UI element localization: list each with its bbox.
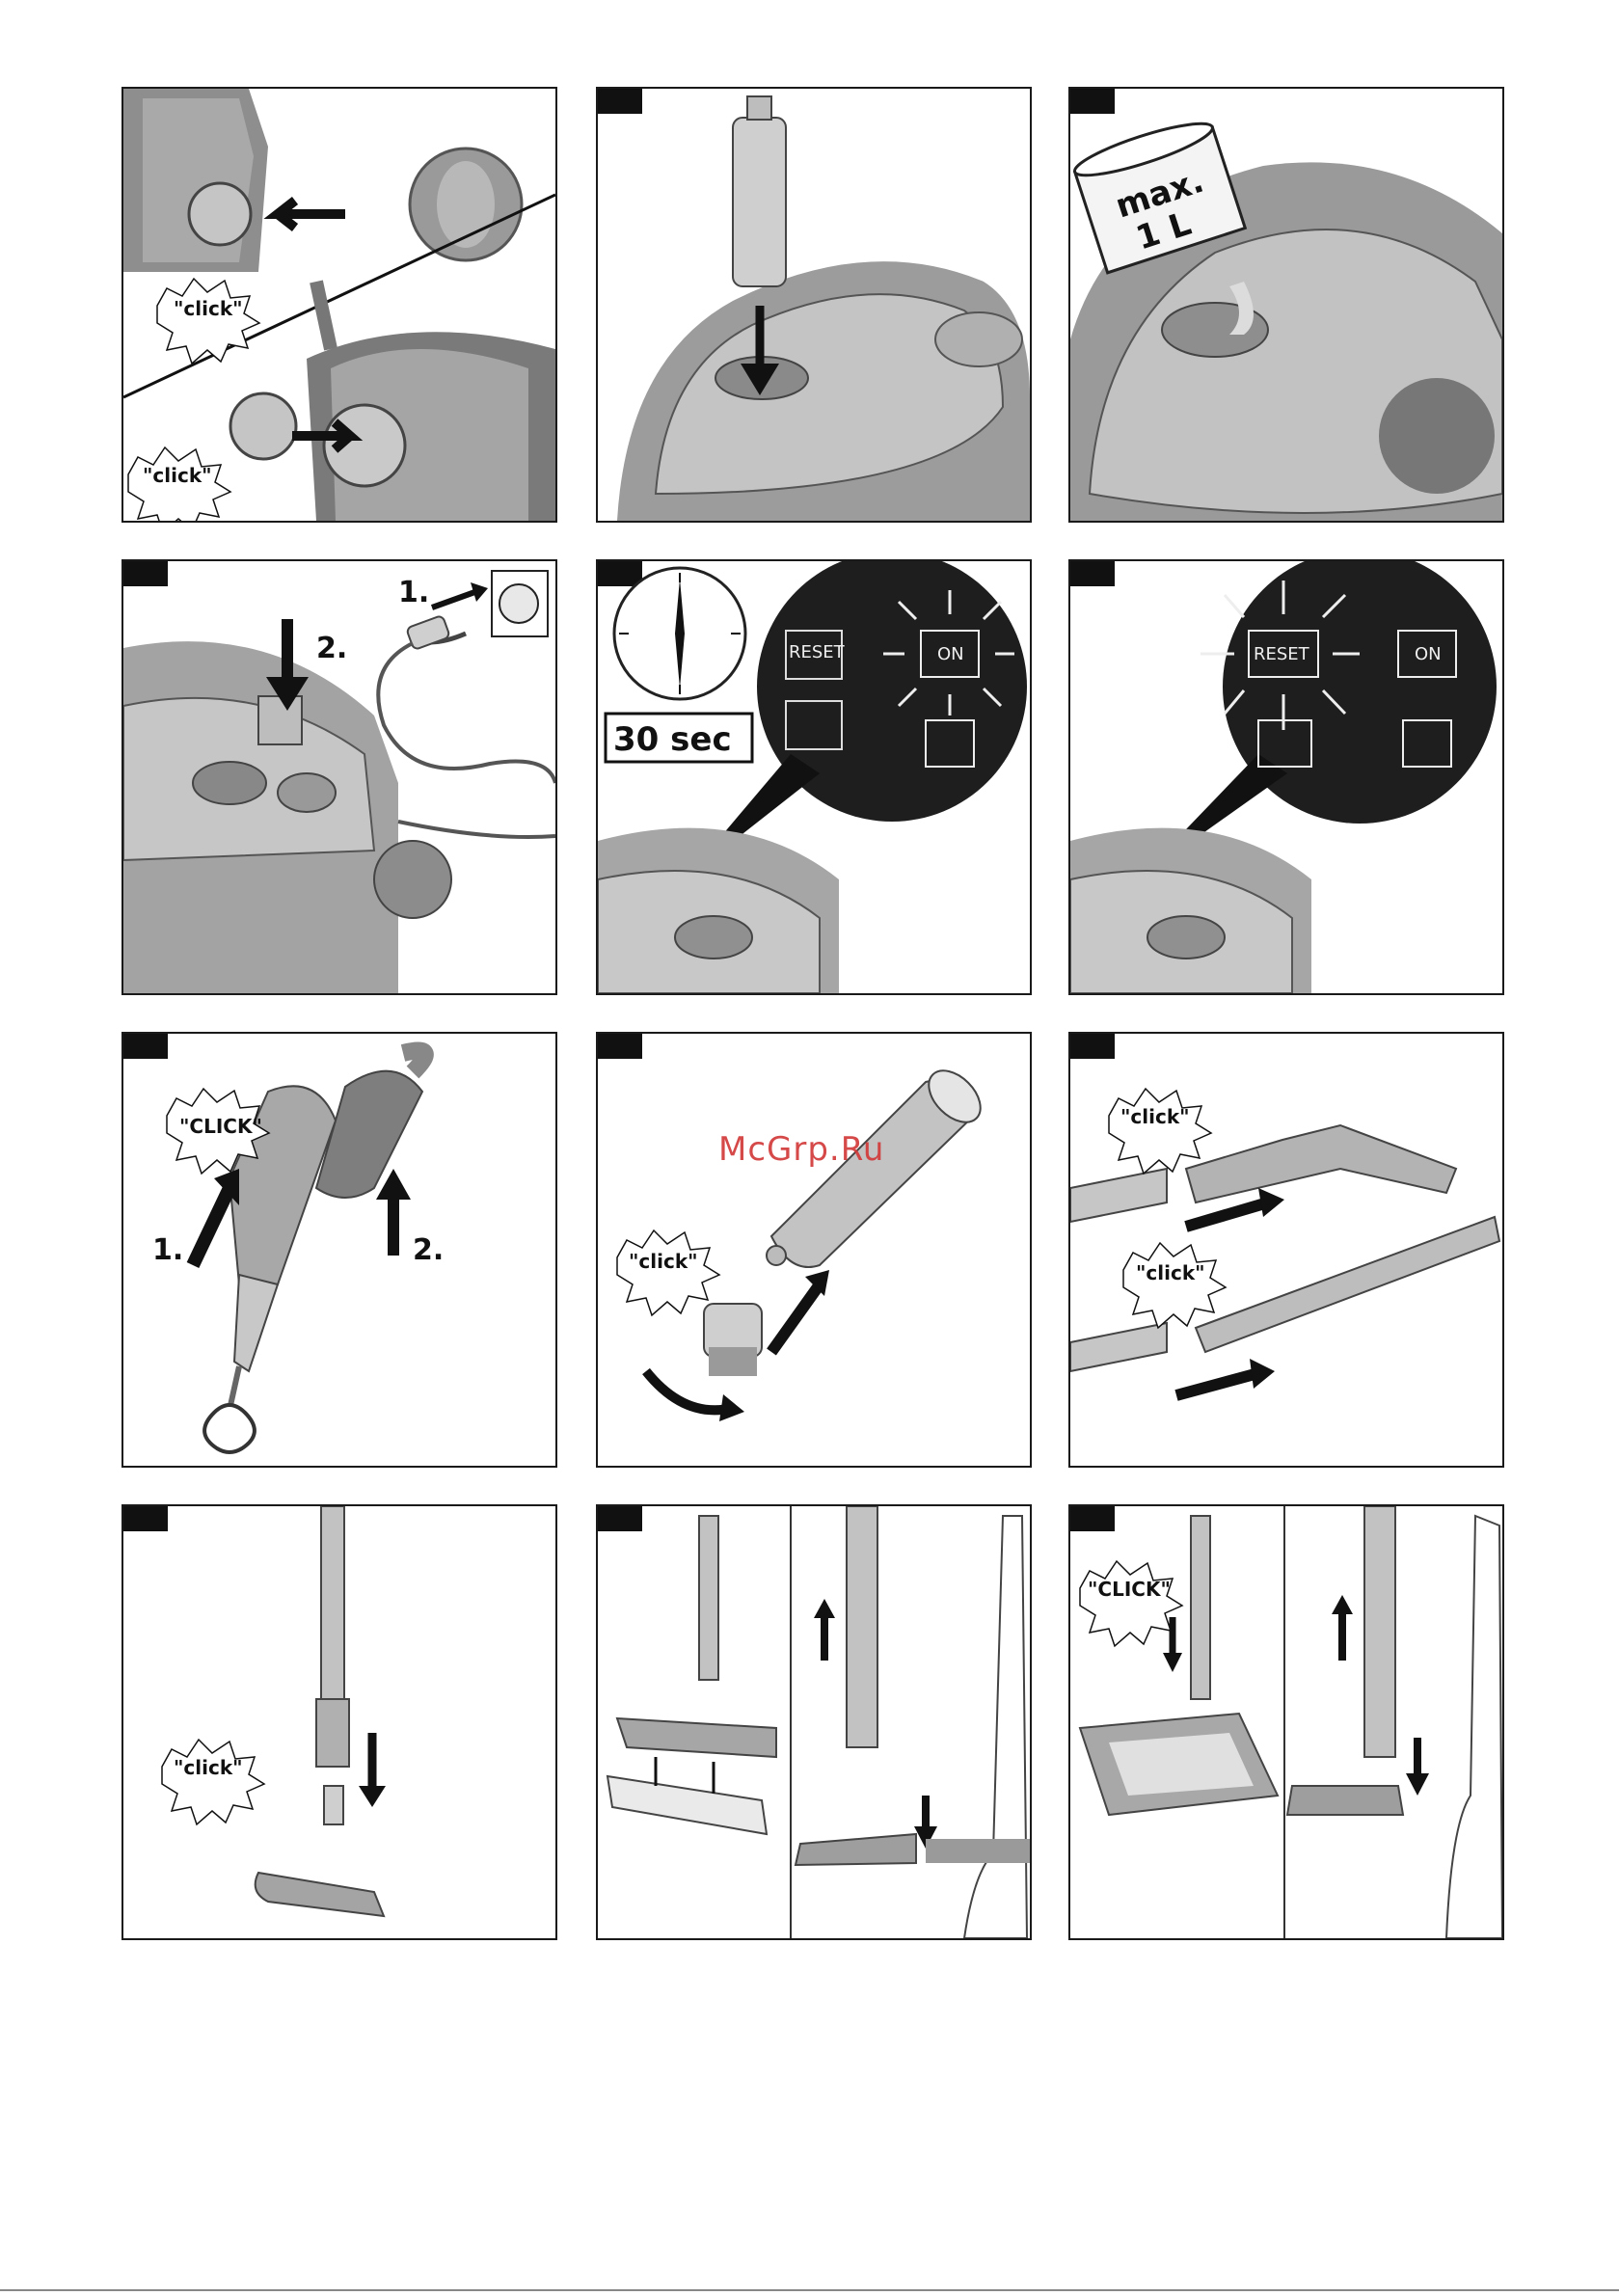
reset-label: RESET	[789, 642, 846, 662]
page-footer-rule	[0, 2289, 1619, 2291]
click-label: "click"	[143, 464, 212, 487]
panel-6-illustration: RESET ON	[1070, 561, 1502, 993]
timer-label: 30 sec	[613, 720, 732, 759]
click-label: "click"	[174, 297, 243, 320]
panel-5-illustration: 30 sec RESET ON	[598, 561, 1030, 993]
click-label: "click"	[629, 1250, 698, 1273]
on-label: ON	[1415, 644, 1442, 664]
panel-10-attach-floor-nozzle: "click"	[121, 1504, 557, 1940]
panel-8-attach-brush: "click"	[596, 1032, 1032, 1468]
step-1-label: 1.	[398, 576, 429, 609]
panel-3-fill-water: max. 1 L	[1068, 87, 1504, 523]
click-label: "click"	[1120, 1105, 1190, 1128]
panel-3-illustration: max. 1 L	[1070, 89, 1502, 521]
panel-7-attach-handle: "CLICK" 1. 2.	[121, 1032, 557, 1468]
step-2-label: 2.	[316, 632, 347, 665]
on-label: ON	[937, 644, 964, 664]
panel-2-illustration	[598, 89, 1030, 521]
panel-12-remove-cloth: "CLICK"	[1068, 1504, 1504, 1940]
panel-4-illustration: 2. 1.	[123, 561, 555, 993]
panel-11-illustration	[598, 1506, 1030, 1938]
click-label: "click"	[1136, 1261, 1205, 1284]
click-label: "CLICK"	[179, 1115, 262, 1138]
panel-1-illustration: "click" "click"	[123, 89, 555, 521]
panel-9-illustration: "click" "click"	[1070, 1034, 1502, 1466]
click-label: "CLICK"	[1088, 1578, 1171, 1601]
watermark: McGrp.Ru	[718, 1130, 884, 1169]
panel-11-attach-cloth	[596, 1504, 1032, 1940]
panel-8-illustration: "click"	[598, 1034, 1030, 1466]
reset-label: RESET	[1254, 644, 1310, 664]
click-label: "click"	[174, 1756, 243, 1779]
panel-4-plug-in-power: 2. 1.	[121, 559, 557, 995]
step-1-label: 1.	[152, 1233, 183, 1267]
panel-7-illustration: "CLICK" 1. 2.	[123, 1034, 555, 1466]
panel-1-attach-lid: "click" "click"	[121, 87, 557, 523]
panel-6-reset-indicator: RESET ON	[1068, 559, 1504, 995]
panel-2-insert-cartridge	[596, 87, 1032, 523]
step-2-label: 2.	[413, 1233, 444, 1267]
panel-5-wait-30-sec: 30 sec RESET ON	[596, 559, 1032, 995]
panel-10-illustration: "click"	[123, 1506, 555, 1938]
panel-9-connect-tubes: "click" "click"	[1068, 1032, 1504, 1468]
panel-12-illustration: "CLICK"	[1070, 1506, 1502, 1938]
